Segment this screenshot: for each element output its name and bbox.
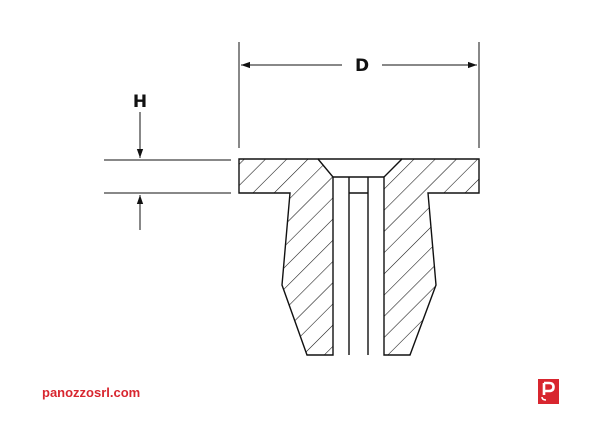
clip-section-right bbox=[383, 158, 480, 356]
dimension-h-label: H bbox=[133, 92, 147, 112]
clip-inner-channel bbox=[318, 158, 402, 355]
dimension-d-label: D bbox=[355, 56, 369, 76]
website-link[interactable]: panozzosrl.com bbox=[42, 385, 141, 400]
clip-section-left bbox=[238, 158, 334, 356]
panozzo-p-logo-icon bbox=[538, 379, 559, 404]
